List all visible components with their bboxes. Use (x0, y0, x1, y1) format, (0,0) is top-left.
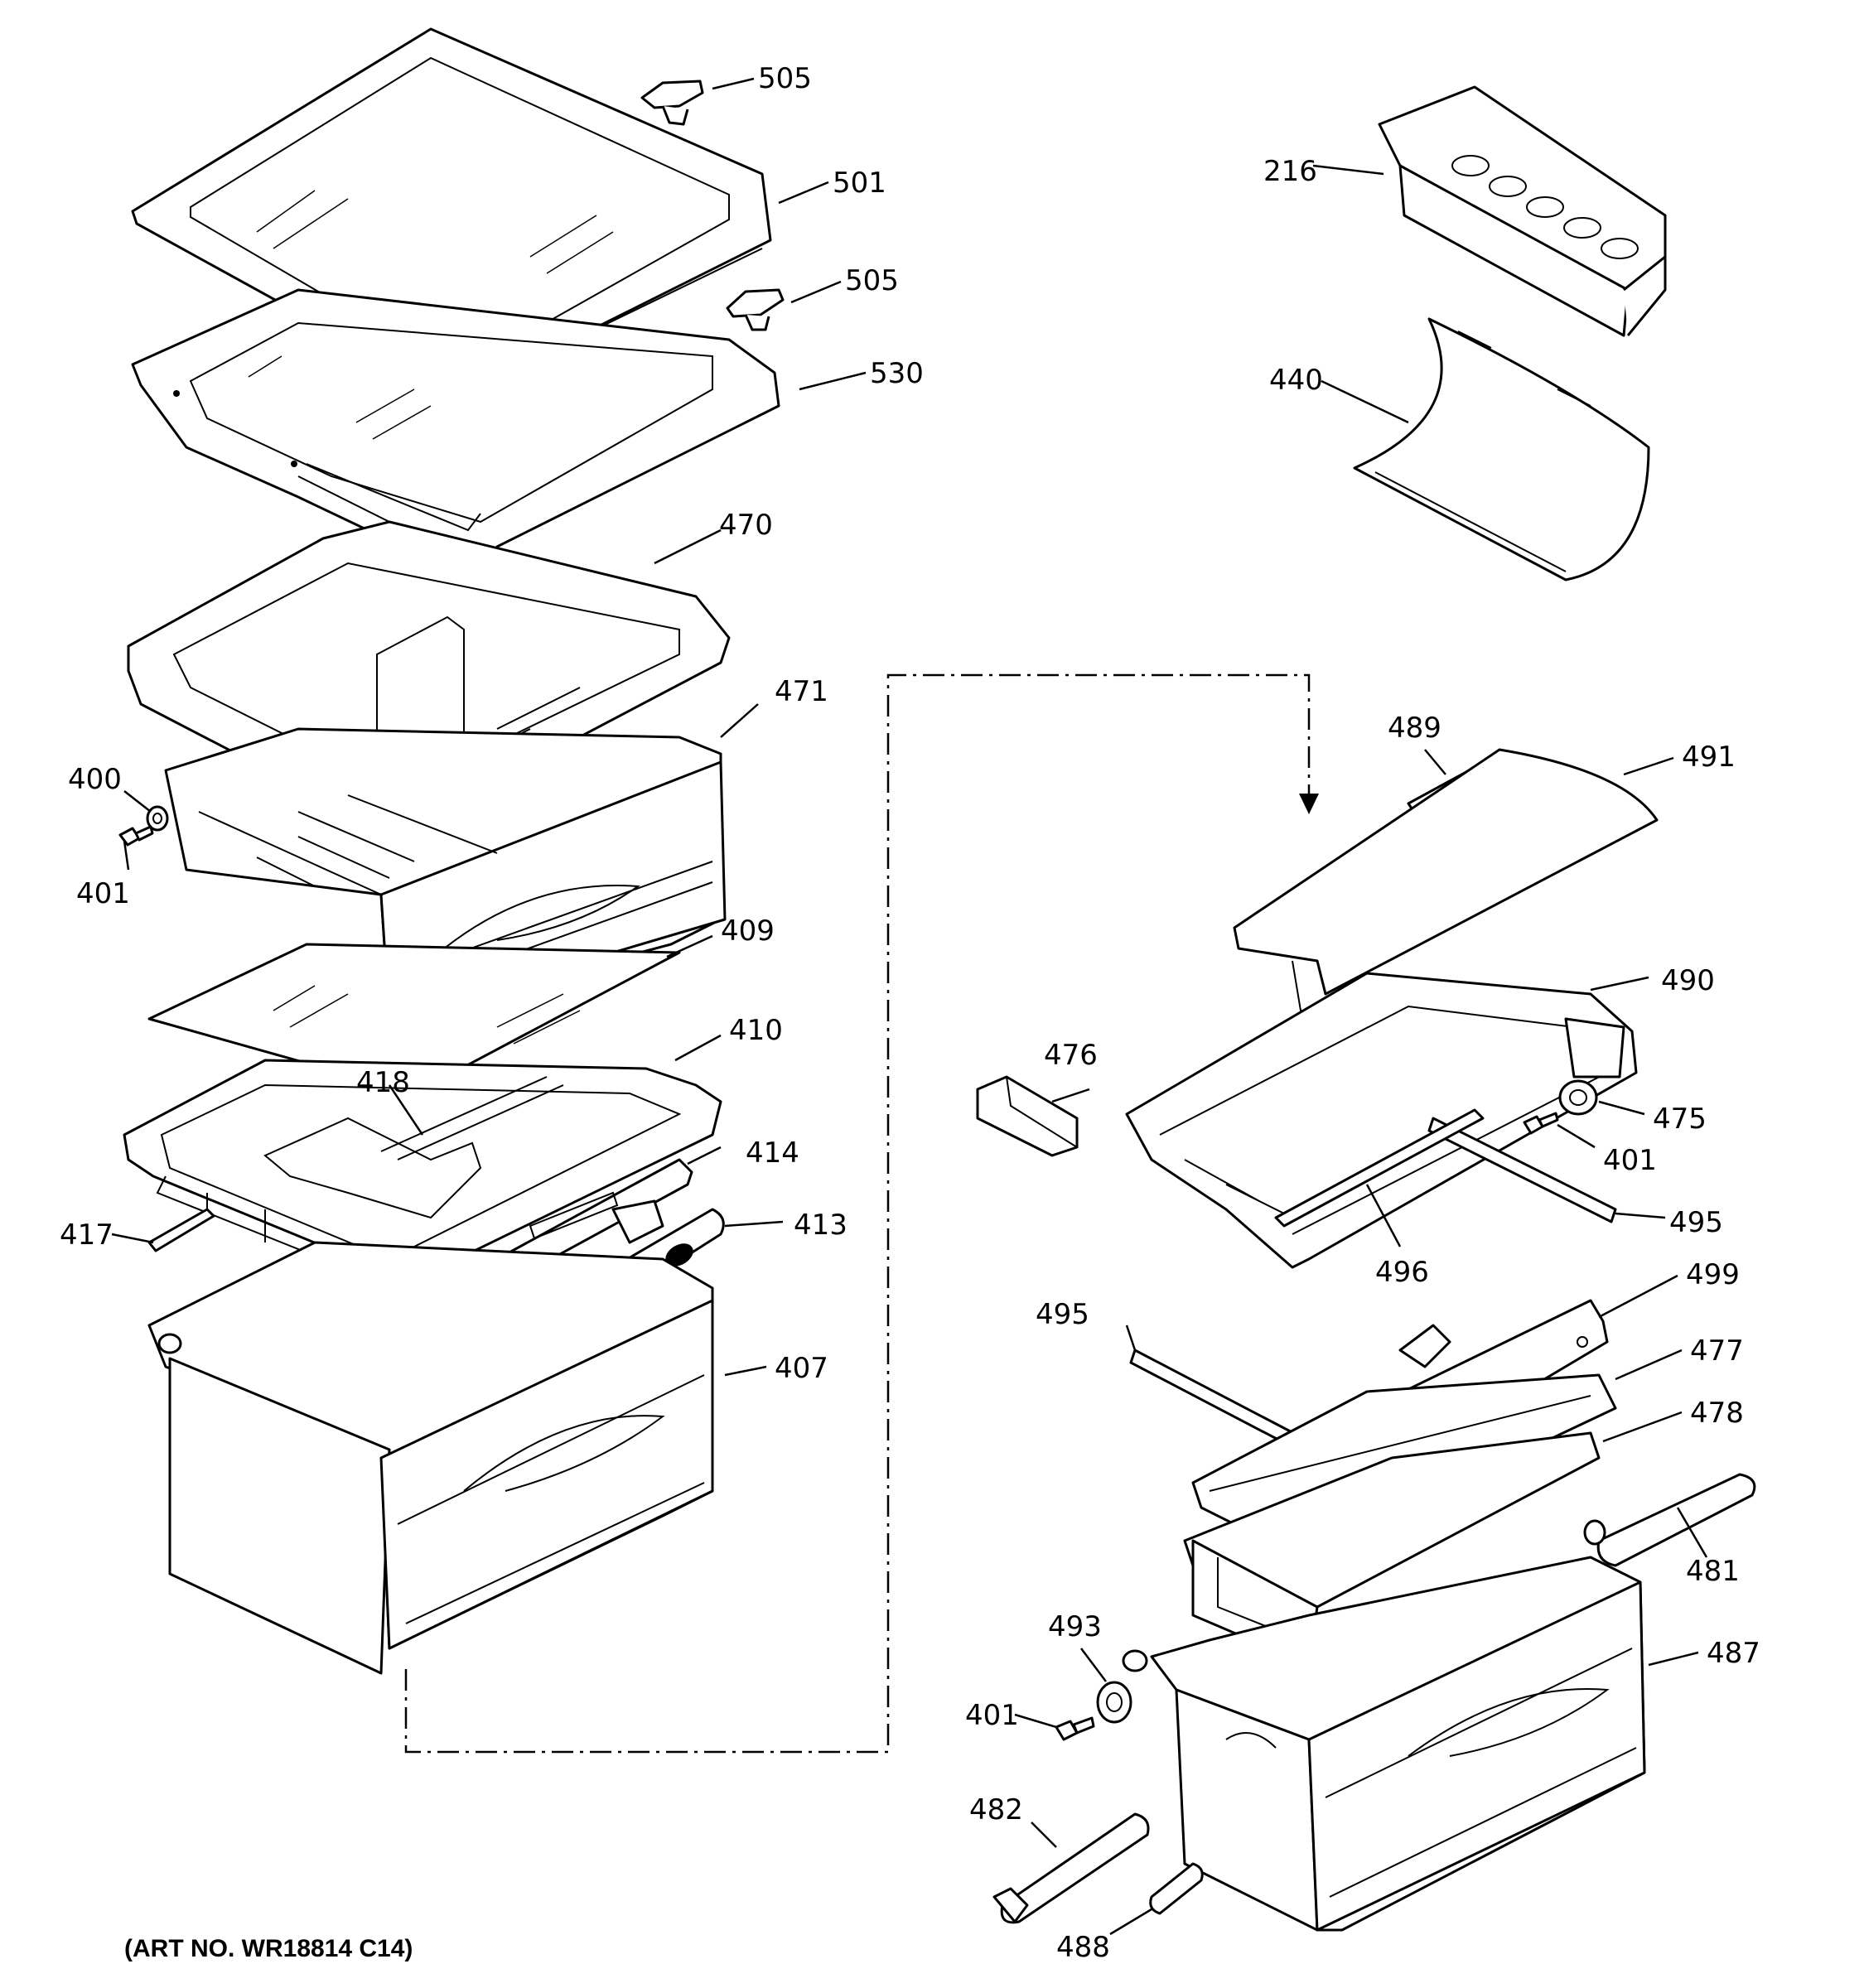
label-475: 475 (1653, 1103, 1707, 1136)
roller-400 (146, 805, 169, 832)
handle-end-482 (992, 1812, 1150, 1924)
label-400: 400 (68, 763, 122, 796)
shelf-frame-530 (131, 288, 780, 581)
pan-frame-410 (123, 1059, 722, 1294)
label-470: 470 (719, 509, 773, 542)
roller-493 (1096, 1681, 1132, 1724)
label-493: 493 (1048, 1610, 1102, 1643)
label-482: 482 (969, 1793, 1023, 1826)
part-labels: 505 501 505 530 470 471 400 401 409 410 … (60, 62, 1760, 1964)
label-496: 496 (1375, 1256, 1429, 1289)
label-216: 216 (1263, 155, 1317, 188)
label-499: 499 (1686, 1258, 1740, 1291)
shelf-clip-505-top (640, 80, 704, 126)
label-501: 501 (833, 166, 886, 200)
label-410: 410 (729, 1014, 783, 1047)
label-478: 478 (1690, 1397, 1744, 1430)
label-488: 488 (1056, 1931, 1110, 1964)
label-489: 489 (1388, 712, 1441, 745)
label-487: 487 (1707, 1637, 1760, 1670)
label-505-bottom: 505 (845, 264, 899, 297)
label-476: 476 (1044, 1039, 1098, 1072)
label-491: 491 (1682, 741, 1736, 774)
label-495-left: 495 (1036, 1298, 1089, 1331)
shelf-clip-505-bottom (726, 288, 785, 331)
label-440: 440 (1269, 364, 1323, 397)
drawer-407 (147, 673, 1311, 1754)
plug-488 (1149, 1862, 1204, 1915)
label-413: 413 (794, 1209, 847, 1242)
label-417: 417 (60, 1218, 113, 1252)
label-477: 477 (1690, 1334, 1744, 1368)
rail-417 (147, 1208, 215, 1252)
screw-401-bottom (1055, 1716, 1095, 1741)
roller-475 (1558, 1079, 1598, 1116)
rail-495-upper (1427, 1117, 1617, 1223)
label-505-top: 505 (758, 62, 812, 95)
housing-490 (1125, 972, 1638, 1269)
label-414: 414 (746, 1136, 799, 1170)
label-530: 530 (870, 357, 924, 390)
assembly-arrow (1299, 794, 1319, 814)
label-495-right: 495 (1669, 1206, 1723, 1239)
art-number: (ART NO. WR18814 C14) (124, 1935, 413, 1962)
leader-lines (111, 77, 1708, 1936)
screw-401-right (1523, 1112, 1559, 1135)
label-401-right: 401 (1603, 1144, 1657, 1177)
cover-491 (1233, 748, 1659, 1011)
label-409: 409 (721, 914, 775, 948)
clip-476 (976, 1075, 1079, 1157)
curved-panel-440 (1353, 317, 1650, 581)
drawer-487 (1122, 1556, 1646, 1932)
bin-216 (1378, 85, 1667, 337)
label-401-bottom: 401 (965, 1699, 1019, 1732)
label-407: 407 (775, 1352, 828, 1385)
label-418: 418 (356, 1066, 410, 1099)
label-481: 481 (1686, 1555, 1740, 1588)
label-471: 471 (775, 675, 828, 708)
rail-496 (1274, 1108, 1485, 1228)
label-401-left: 401 (76, 877, 130, 910)
handle-481 (1583, 1473, 1756, 1567)
label-490: 490 (1661, 964, 1715, 997)
